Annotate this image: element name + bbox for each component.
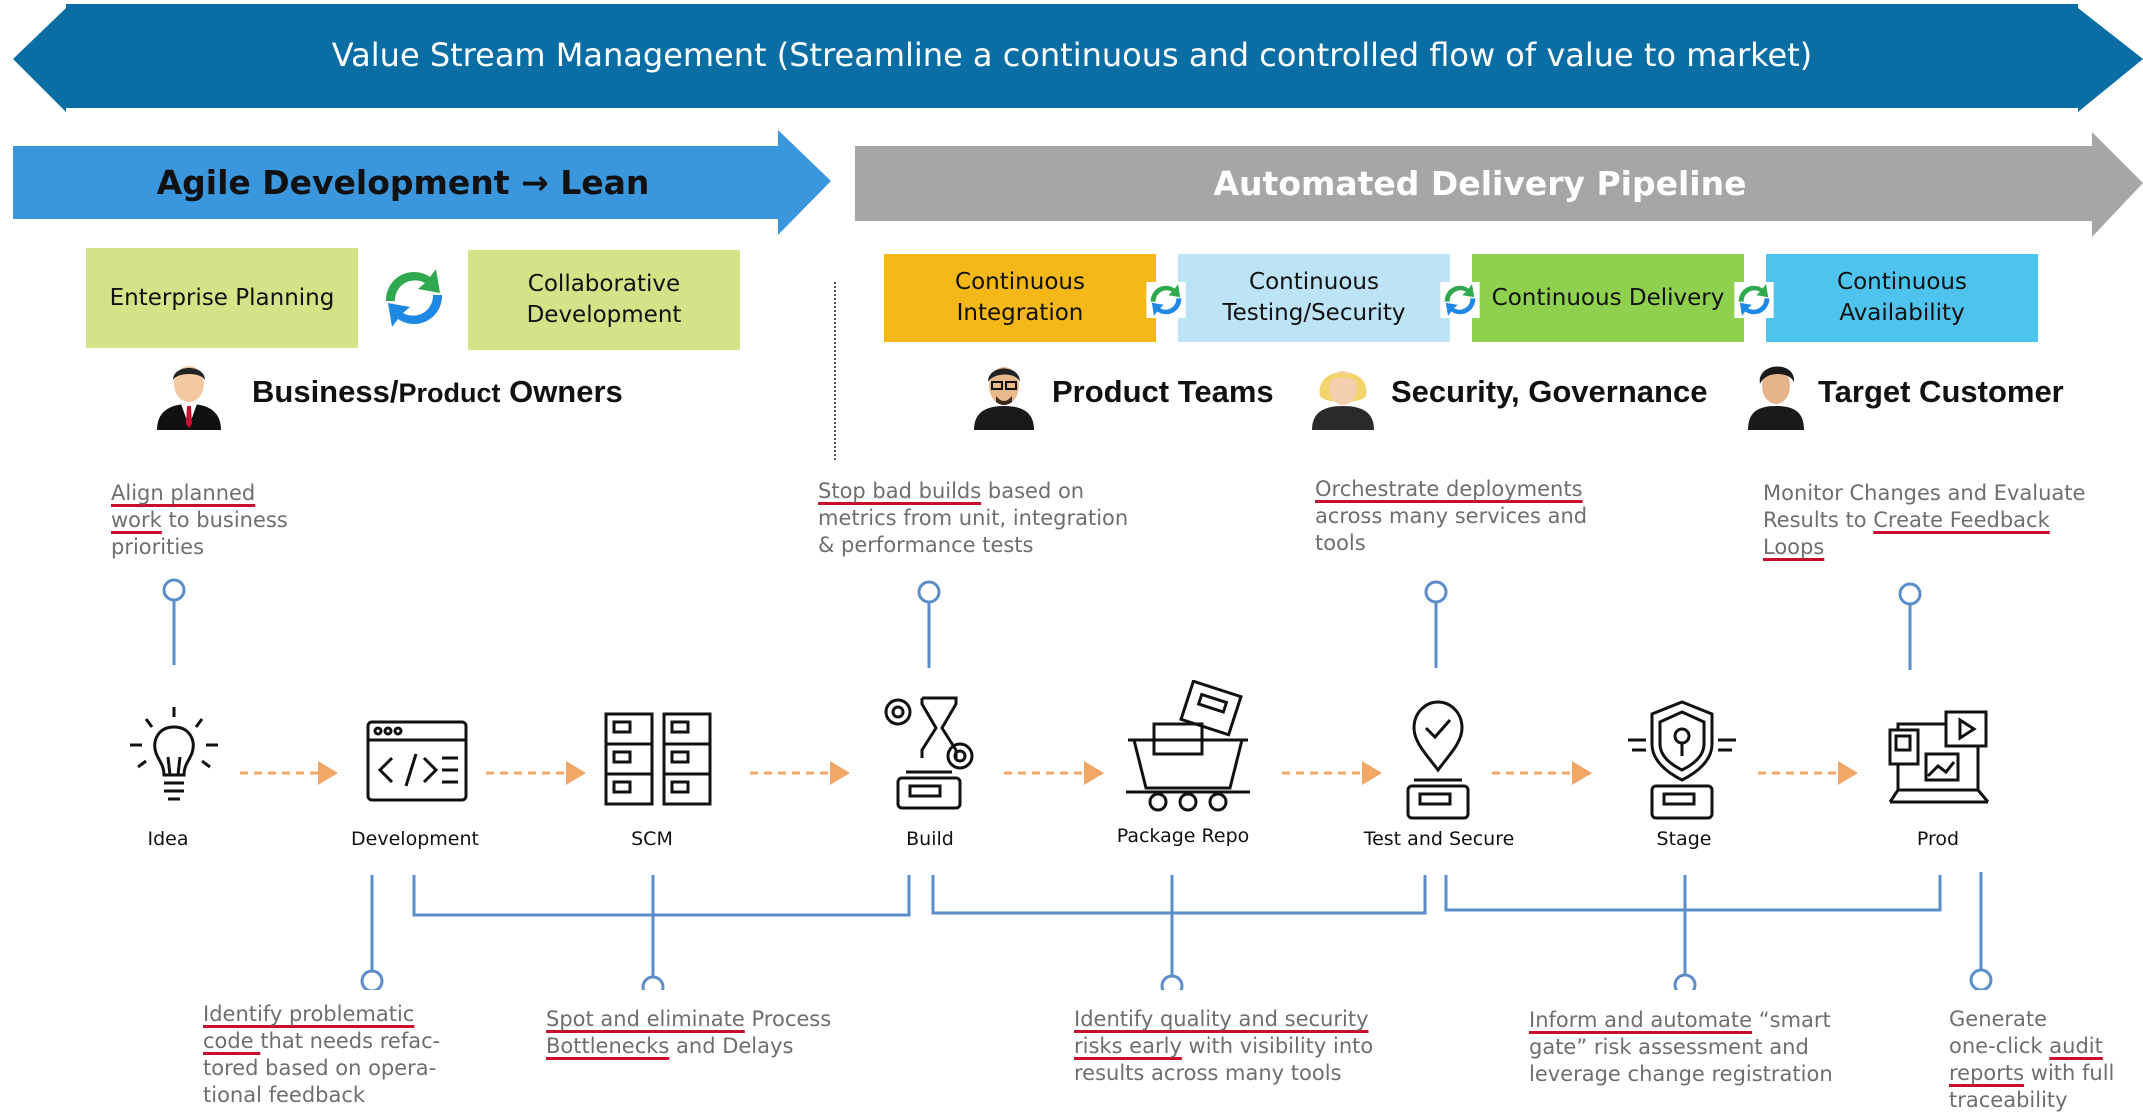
shield-lock-icon — [1628, 700, 1736, 820]
stage-label-package-repo: Package Repo — [1116, 825, 1250, 847]
security-governance-label: Security, Governance — [1391, 374, 1708, 409]
note-stage: Inform and automate “smart gate” risk as… — [1529, 1008, 1833, 1086]
woman-avatar-icon — [1312, 371, 1374, 430]
enterprise-planning-box: Enterprise Planning — [86, 248, 358, 348]
cycle-icon — [385, 269, 443, 327]
delivery-phase-title: Automated Delivery Pipeline — [1213, 164, 1747, 203]
stage-label-build: Build — [906, 828, 954, 850]
delivery-phase-arrow — [855, 132, 2143, 237]
right-arrow-icon: → — [521, 163, 549, 202]
server-rack-icon — [604, 712, 712, 806]
note-prod-top: Monitor Changes and Evaluate Results to … — [1763, 481, 2086, 559]
code-window-icon — [366, 720, 468, 802]
note-build: Stop bad builds based on metrics from un… — [818, 479, 1129, 557]
note-test: Orchestrate deployments across many serv… — [1315, 477, 1588, 555]
stage-label-development: Development — [351, 828, 479, 850]
note-idea: Align planned work to business prioritie… — [111, 481, 288, 559]
flow-arrowhead — [1362, 761, 1382, 785]
cycle-icon — [1146, 282, 1186, 318]
banner-title: Value Stream Management (Streamline a co… — [331, 36, 1813, 74]
note-prod-bottom: Generate one-click audit reports with fu… — [1949, 1007, 2115, 1112]
pipeline-connectors — [162, 578, 1993, 990]
location-check-icon — [1406, 700, 1470, 820]
build-gears-icon — [884, 696, 974, 810]
stage-label-prod: Prod — [1916, 828, 1960, 850]
cycle-icon — [1734, 282, 1774, 318]
product-teams-label: Product Teams — [1052, 374, 1274, 409]
flow-arrowhead — [1838, 761, 1858, 785]
note-development: Identify problematic code that needs ref… — [203, 1002, 441, 1107]
note-package: Identify quality and security risks earl… — [1074, 1007, 1374, 1085]
target-customer-label: Target Customer — [1818, 374, 2064, 409]
note-scm: Spot and eliminate Process Bottlenecks a… — [546, 1007, 832, 1058]
devices-prod-icon — [1888, 710, 1990, 804]
flow-arrowhead — [1084, 761, 1104, 785]
flow-arrowhead — [566, 761, 586, 785]
phase-separator — [834, 282, 836, 460]
flow-arrowhead — [830, 761, 850, 785]
lightbulb-icon — [130, 707, 218, 801]
stage-label-scm: SCM — [631, 828, 673, 850]
stage-label-idea: Idea — [147, 828, 189, 850]
stage-label-stage: Stage — [1656, 828, 1712, 850]
cycle-icon — [1440, 282, 1480, 318]
agile-phase-title: Agile Development → Lean — [156, 163, 650, 202]
business-product-owners-label: Business/Product Owners — [252, 374, 623, 409]
businessman-avatar-icon — [157, 366, 221, 430]
value-stream-banner — [13, 4, 2143, 112]
phase-arrows — [13, 130, 2143, 237]
continuous-delivery-box: Continuous Delivery — [1472, 254, 1744, 342]
stage-label-test-and-secure: Test and Secure — [1363, 828, 1515, 850]
flow-arrowhead — [318, 761, 338, 785]
customer-avatar-icon — [1748, 366, 1804, 430]
package-cart-icon — [1126, 680, 1250, 812]
agile-phase-arrow — [13, 130, 831, 235]
developer-avatar-icon — [974, 367, 1034, 430]
flow-arrowhead — [1572, 761, 1592, 785]
